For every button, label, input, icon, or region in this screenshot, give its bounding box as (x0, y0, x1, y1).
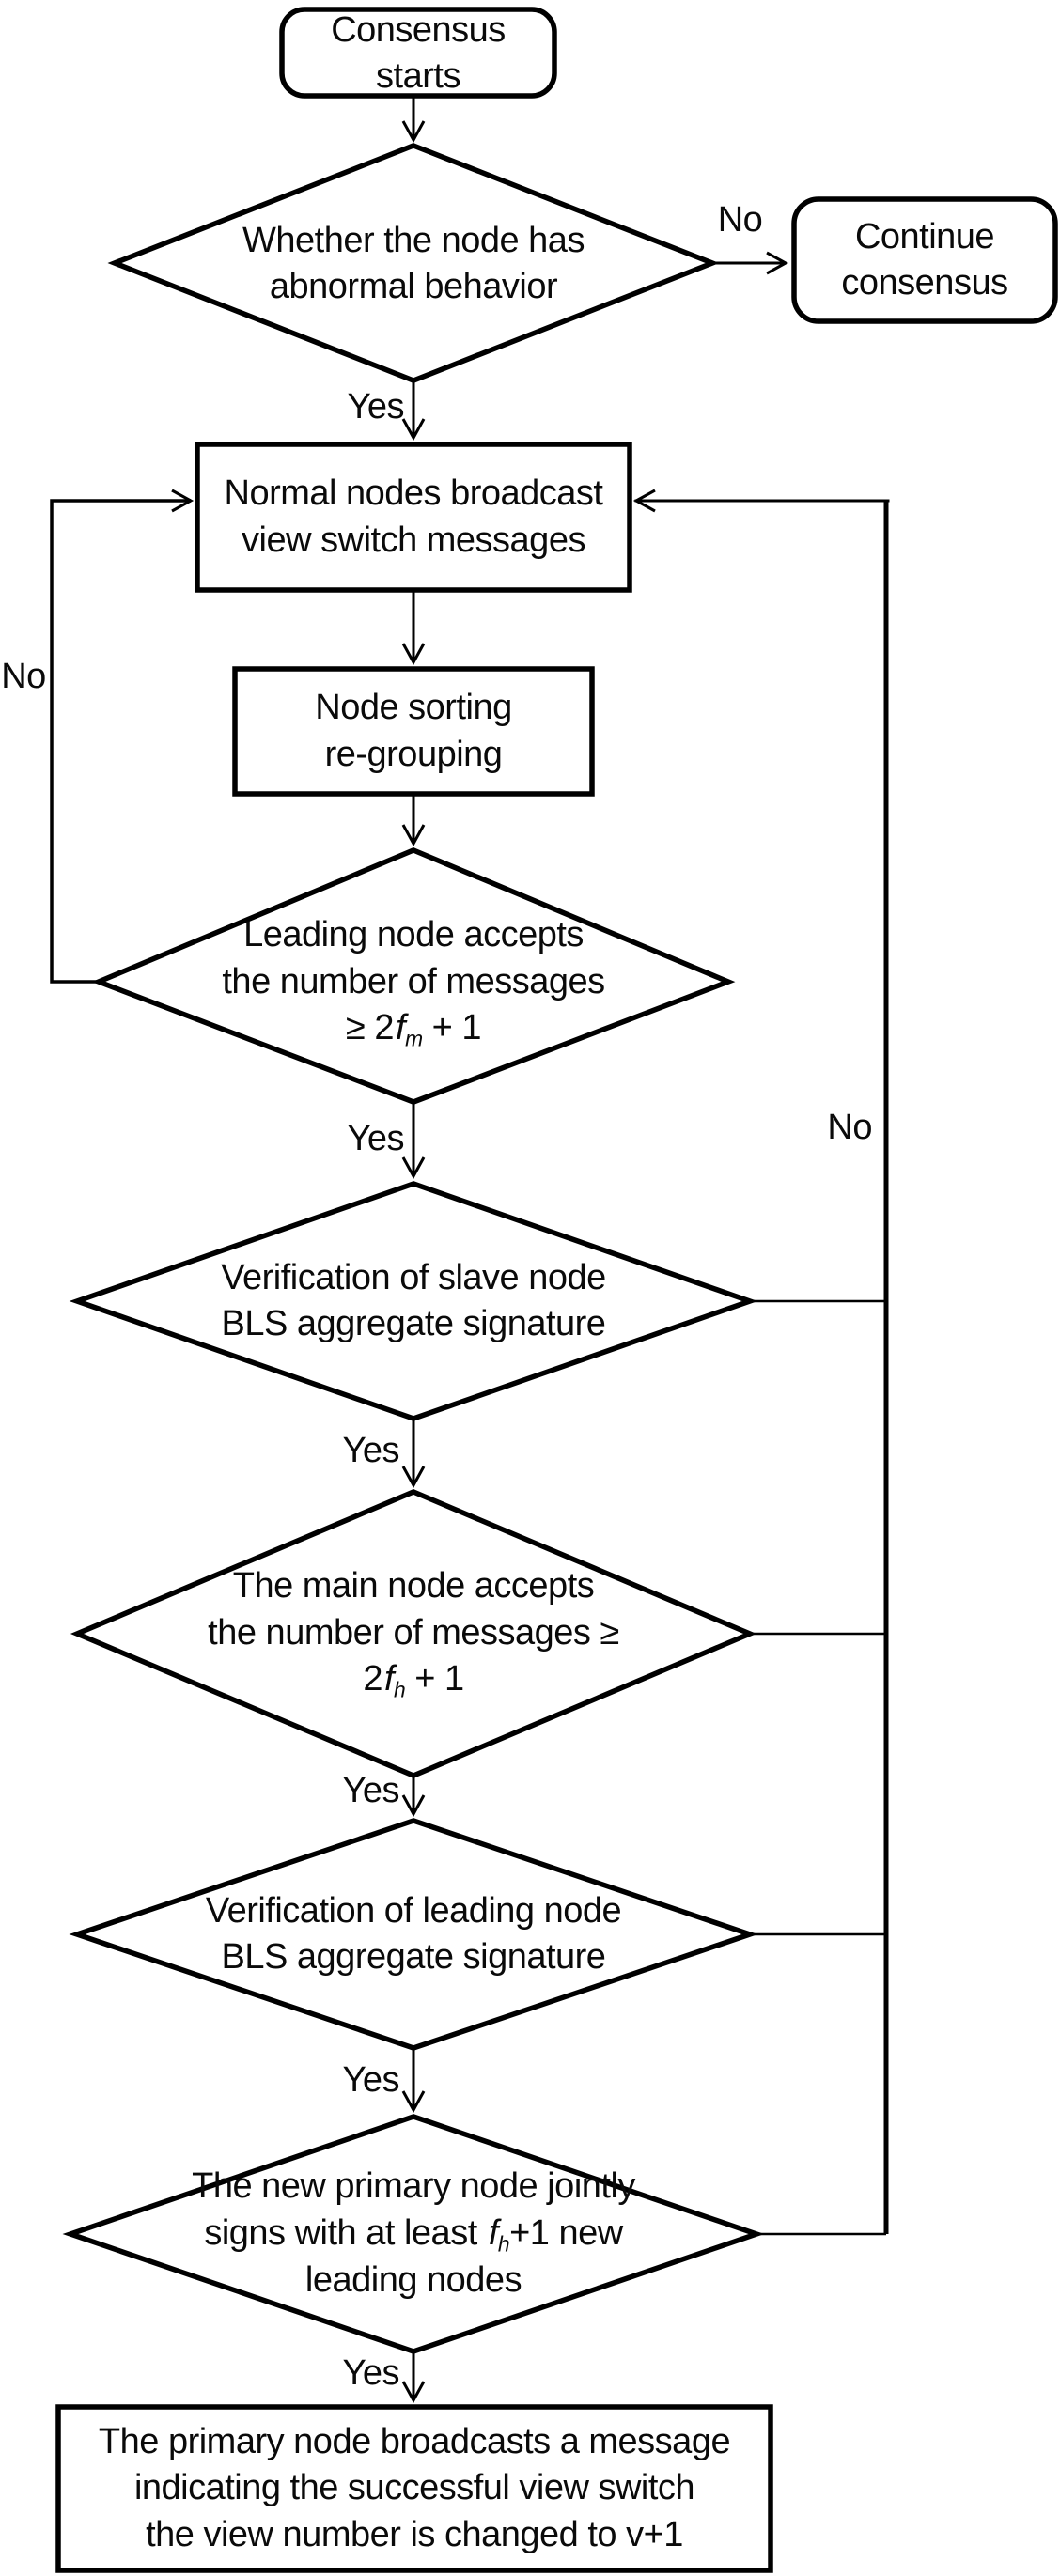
abnormal-behavior-label: Whether the node has abnormal behavior (141, 201, 686, 327)
formula-subscript: h (394, 1677, 406, 1702)
edge-label-no-left-loop: No (1, 657, 46, 696)
label-line: Whether the node has (242, 220, 585, 260)
label-line: the number of messages ≥ (208, 1612, 619, 1653)
formula-variable: f (396, 1007, 406, 1047)
label-line: the number of messages (222, 961, 605, 1001)
decision-abnormal-behavior (107, 143, 720, 383)
edge-label-yes-leading-accepts: Yes (347, 1119, 405, 1158)
formula-suffix: + 1 (422, 1007, 482, 1047)
formula-subscript: h (497, 2230, 510, 2256)
formula-prefix: ≥ 2 (345, 1007, 395, 1047)
broadcast-view-switch-label: Normal nodes broadcast view switch messa… (202, 448, 625, 586)
node-sorting-label: Node sorting re-grouping (240, 673, 587, 790)
formula-prefix: 2 (363, 1658, 382, 1699)
label-formula-line: 2fh + 1 (363, 1656, 464, 1704)
label-line: the view number is changed to v+1 (146, 2514, 683, 2554)
decision-leading-bls-verify (69, 1818, 758, 2051)
label-line: starts (376, 56, 460, 96)
label-line: Normal nodes broadcast (224, 473, 604, 514)
formula-suffix: + 1 (405, 1658, 464, 1699)
label-formula-line: ≥ 2fm + 1 (345, 1005, 482, 1053)
label-line: indicating the successful view switch (133, 2468, 695, 2508)
edge-label-yes-leading-verify: Yes (342, 2060, 400, 2100)
view-switch-success-label: The primary node broadcasts a message in… (64, 2413, 765, 2565)
label-line: The main node accepts (232, 1566, 595, 1606)
edge-label-yes-main-accepts: Yes (342, 1771, 400, 1810)
edge-label-yes-slave-verify: Yes (342, 1431, 400, 1470)
edge-no-loop-left (50, 489, 195, 984)
edge-label-no-abnormal: No (717, 200, 763, 240)
leading-node-accepts-label: Leading node accepts the number of messa… (132, 890, 695, 1076)
label-line: Node sorting (315, 688, 512, 728)
node-continue-consensus (791, 196, 1058, 324)
decision-slave-bls-verify (69, 1181, 758, 1421)
label-formula-line: signs with at least fh+1 new (204, 2211, 623, 2258)
formula-variable: f (488, 2212, 499, 2253)
label-line: Consensus (331, 9, 506, 50)
label-line: BLS aggregate signature (221, 1937, 606, 1977)
label-line: view switch messages (242, 520, 585, 560)
formula-suffix: +1 new (509, 2212, 623, 2253)
consensus-starts-label: Consensus starts (287, 10, 550, 96)
decision-leading-node-accepts (91, 847, 736, 1105)
formula-variable: f (383, 1658, 395, 1699)
label-line: Continue (854, 216, 995, 256)
label-line: consensus (841, 263, 1008, 303)
node-consensus-starts (279, 7, 557, 99)
label-line: re-grouping (324, 734, 503, 774)
label-line: Verification of leading node (205, 1890, 622, 1931)
label-line: Verification of slave node (221, 1257, 606, 1297)
decision-main-node-accepts (70, 1489, 757, 1778)
label-line: Leading node accepts (243, 915, 584, 955)
continue-consensus-label: Continue consensus (799, 203, 1051, 318)
leading-bls-verify-label: Verification of leading node BLS aggrega… (113, 1870, 714, 1998)
primary-joint-sign-label: The new primary node jointly signs with … (103, 2140, 724, 2328)
label-line: abnormal behavior (269, 267, 558, 306)
formula-prefix: signs with at least (204, 2212, 487, 2253)
node-view-switch-success (55, 2404, 773, 2573)
formula-subscript: m (405, 1026, 423, 1051)
decision-primary-joint-sign (62, 2114, 765, 2354)
edge-label-no-right-loop: No (827, 1108, 872, 1147)
edge-label-yes-abnormal: Yes (347, 387, 405, 427)
label-line: BLS aggregate signature (221, 1304, 606, 1343)
main-node-accepts-label: The main node accepts the number of mess… (113, 1541, 714, 1727)
label-line: The new primary node jointly (192, 2166, 635, 2207)
node-broadcast-view-switch (195, 442, 632, 593)
edge-label-yes-primary-signs: Yes (342, 2353, 400, 2393)
label-line: leading nodes (304, 2260, 522, 2301)
slave-bls-verify-label: Verification of slave node BLS aggregate… (113, 1237, 714, 1365)
node-node-sorting (232, 666, 595, 797)
label-line: The primary node broadcasts a message (98, 2421, 731, 2461)
